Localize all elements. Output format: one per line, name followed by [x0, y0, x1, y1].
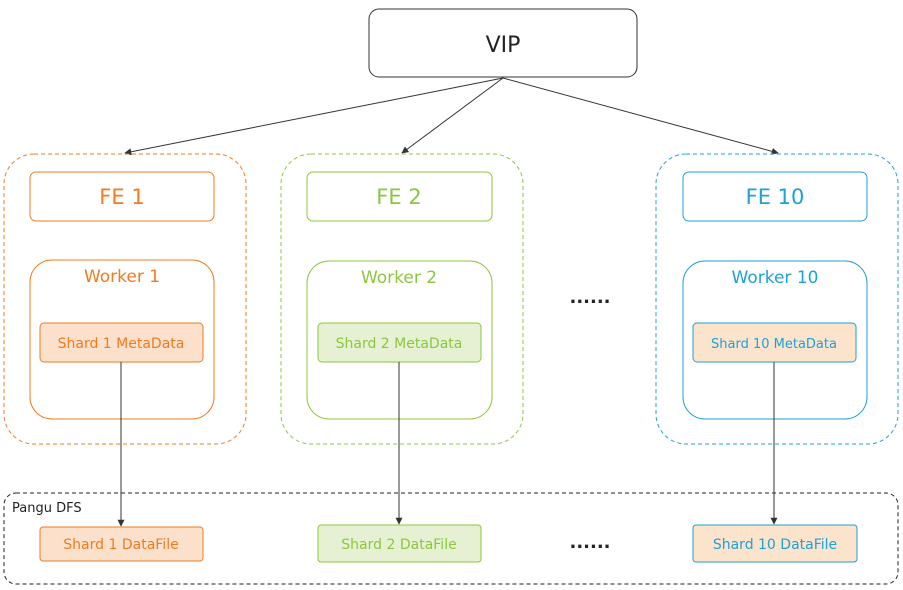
fe-node-2	[306, 171, 493, 222]
pangu-dfs-container: Pangu DFS	[3, 492, 899, 585]
datafile-2: Shard 2 DataFile	[317, 524, 482, 563]
vip-arrows	[124, 77, 779, 156]
metadata-label-2: Shard 2 MetaData	[336, 336, 463, 352]
fe-label-2: FE 2	[376, 185, 421, 209]
vip-node: VIP	[368, 8, 638, 78]
vip-to-fe10-arrow	[502, 77, 779, 155]
cluster-2: FE 2 Worker 2 Shard 2 MetaData	[280, 153, 524, 445]
metadata-label-1: Shard 1 MetaData	[58, 336, 185, 352]
vip-to-fe1-arrow	[124, 77, 504, 156]
datafile-1: Shard 1 DataFile	[39, 526, 204, 562]
worker-label-2: Worker 2	[361, 268, 437, 288]
pangu-dfs-label: Pangu DFS	[12, 501, 82, 516]
storage-ellipsis: ......	[569, 532, 610, 553]
datafile-label-10: Shard 10 DataFile	[713, 537, 837, 553]
fe-node-1	[29, 171, 215, 222]
datafile-10: Shard 10 DataFile	[692, 524, 858, 563]
cluster-10: FE 10 Worker 10 Shard 10 MetaData	[655, 153, 899, 445]
vip-label: VIP	[486, 33, 521, 58]
fe-label-10: FE 10	[746, 185, 805, 209]
fe-node-10	[682, 171, 868, 222]
metadata-arrows	[117, 362, 778, 527]
cluster-ellipsis: ......	[569, 287, 610, 308]
worker-label-1: Worker 1	[84, 267, 160, 287]
worker-label-10: Worker 10	[732, 268, 819, 288]
cluster-1: FE 1 Worker 1 Shard 1 MetaData	[3, 153, 247, 445]
datafile-label-2: Shard 2 DataFile	[341, 537, 456, 553]
metadata-label-10: Shard 10 MetaData	[711, 337, 837, 352]
vip-to-fe2-arrow	[401, 77, 504, 154]
datafile-label-1: Shard 1 DataFile	[63, 537, 178, 553]
fe-label-1: FE 1	[99, 185, 144, 209]
